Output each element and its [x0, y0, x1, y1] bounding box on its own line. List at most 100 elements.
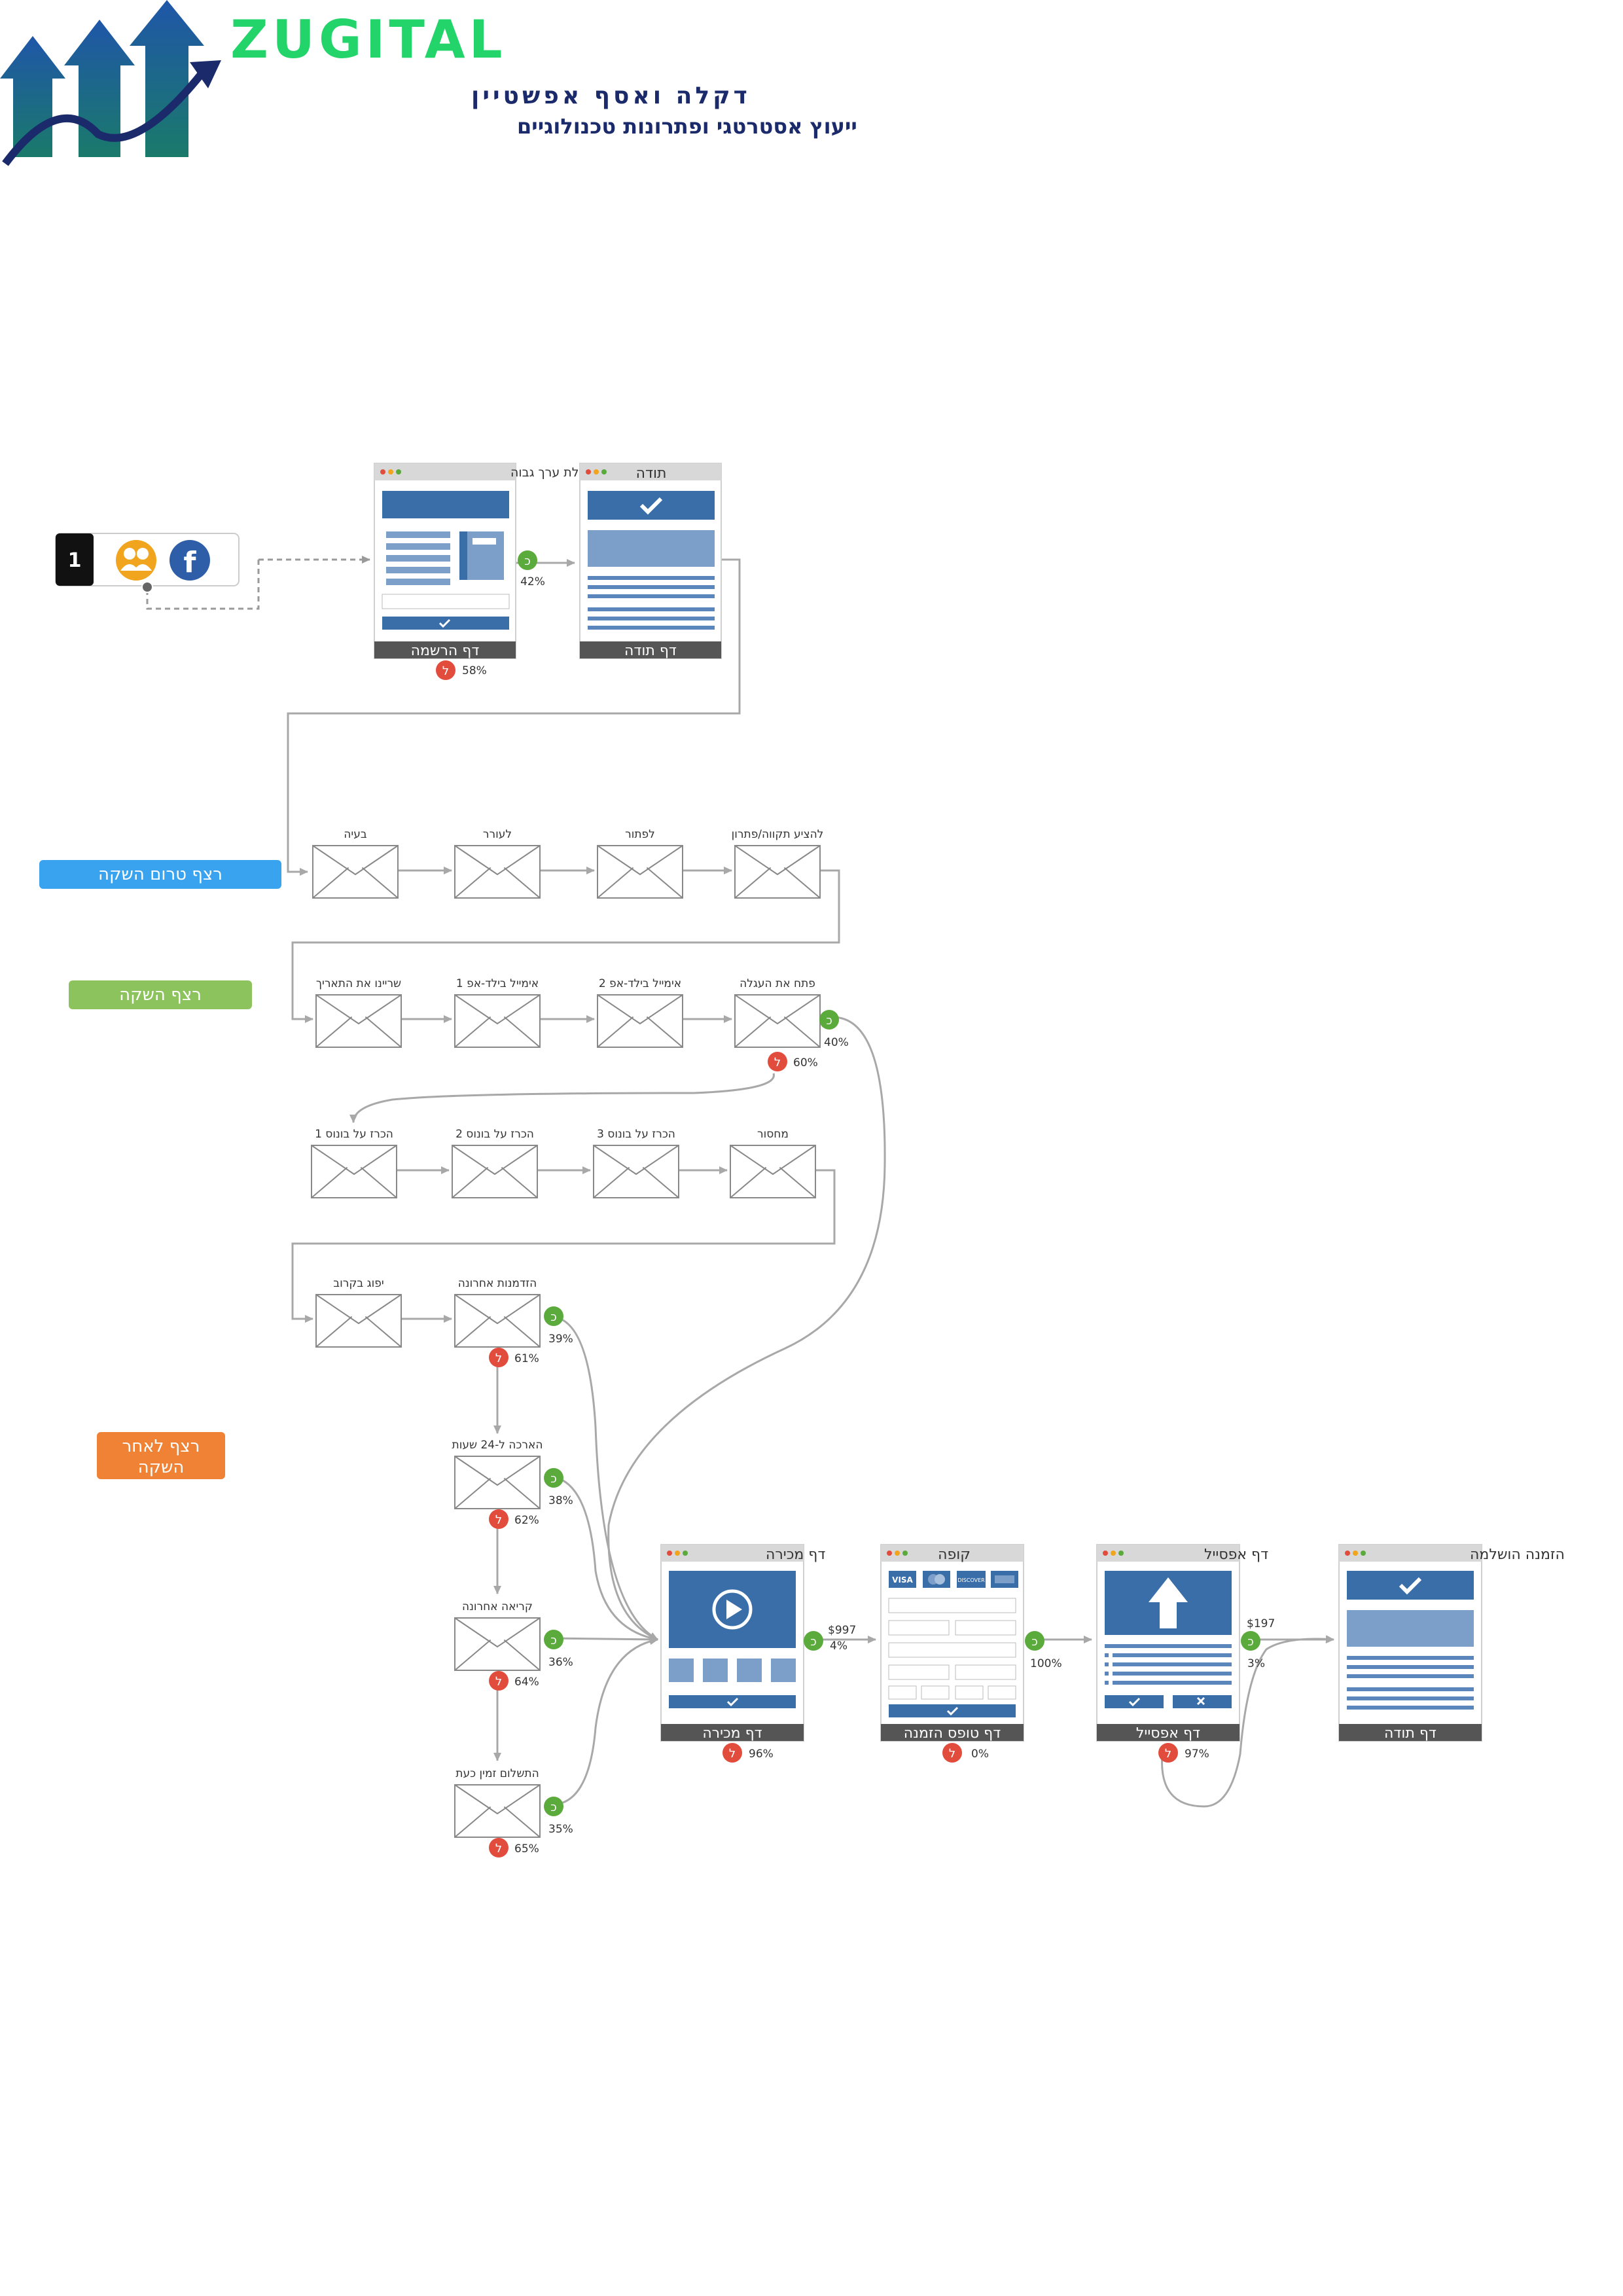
email-row2-2[interactable]: אימייל בילד-אפ 1: [454, 977, 541, 1048]
email-row2-1[interactable]: שריינו את התאריך: [315, 977, 402, 1048]
traffic-source: 1 f: [55, 533, 240, 593]
svg-text:ל: ל: [495, 1352, 502, 1365]
phase-launch: רצף השקה: [69, 980, 252, 1009]
svg-text:ל: ל: [495, 1842, 502, 1856]
source-step-number: 1: [68, 549, 82, 572]
badge-pct: 38%: [548, 1494, 573, 1507]
checkout-label: דף טופס הזמנה: [904, 1725, 1001, 1742]
optin-no-pct: 58%: [462, 664, 487, 677]
upsell-label: דף אפסייל: [1136, 1725, 1200, 1742]
play-icon: [712, 1589, 753, 1630]
connectors: [146, 556, 1334, 1808]
svg-text:ל: ל: [774, 1056, 781, 1069]
email-row4-2[interactable]: הזדמנות אחרונה: [454, 1277, 541, 1348]
email-label: יפוג בקרוב: [333, 1277, 383, 1290]
checkout-page[interactable]: קופה VISA DISCOVER דף טופס הזמנה כ 100%: [880, 1544, 1062, 1763]
svg-text:ל: ל: [495, 1513, 502, 1527]
sales-price: $997: [828, 1624, 856, 1637]
phase-post-launch-line1: רצף לאחר: [122, 1437, 200, 1456]
badge-pct: 64%: [514, 1676, 539, 1689]
badge-pct: 36%: [548, 1656, 573, 1669]
email-row4-1[interactable]: יפוג בקרוב: [315, 1277, 402, 1348]
sales-yes-badge: כ $997 4%: [804, 1624, 856, 1653]
svg-text:כ: כ: [810, 1635, 817, 1649]
badge-pct: 40%: [824, 1036, 849, 1049]
phase-post-launch: רצף לאחר השקה: [97, 1432, 225, 1479]
email-row3-2[interactable]: הכרז על בונוס 2: [452, 1128, 538, 1198]
email-row2-4[interactable]: פתח את העגלה: [734, 977, 821, 1048]
email-row1-1[interactable]: בעיה: [312, 828, 399, 899]
sales-yes-pct: 4%: [830, 1640, 847, 1653]
svg-text:VISA: VISA: [892, 1575, 913, 1585]
svg-text:כ: כ: [1031, 1635, 1038, 1649]
svg-text:כ: כ: [1247, 1635, 1254, 1649]
email-row1-2[interactable]: לעורר: [454, 828, 541, 899]
followup-yes-badge-2: כ 38%: [544, 1468, 573, 1507]
email-label: שריינו את התאריך: [316, 977, 401, 990]
badge-pct: 39%: [548, 1333, 573, 1346]
email-label: התשלום זמין כעת: [455, 1767, 539, 1780]
upsell-no-pct: 97%: [1185, 1748, 1209, 1761]
audience-icon: [116, 540, 156, 581]
checkout-title: קופה: [938, 1547, 971, 1563]
svg-text:f: f: [183, 546, 196, 579]
upsell-page[interactable]: דף אפסייל דף אפסייל כ $197 3% ל 97%: [1096, 1544, 1275, 1763]
badge-pct: 35%: [548, 1823, 573, 1836]
svg-text:כ: כ: [550, 1801, 557, 1814]
email-row3-4[interactable]: מחסור: [730, 1128, 816, 1198]
tagline: ייעוץ אסטרטגי ופתרונות טכנולוגיים: [517, 114, 857, 139]
email-label: אימייל בילד-אפ 2: [599, 977, 681, 990]
svg-text:ל: ל: [442, 664, 449, 678]
svg-text:DISCOVER: DISCOVER: [957, 1577, 985, 1583]
upsell-no-badge: ל 97%: [1158, 1743, 1209, 1763]
followup-yes-badge-1: כ39%: [544, 1306, 573, 1346]
thanks-page-2[interactable]: הזמנה הושלמה דף תודה: [1338, 1544, 1565, 1742]
svg-text:כ: כ: [550, 1472, 557, 1486]
email-row3-1[interactable]: הכרז על בונוס 1: [311, 1128, 397, 1198]
email-label: פתח את העגלה: [740, 977, 815, 990]
followup-email-4[interactable]: התשלום זמין כעת: [454, 1767, 541, 1838]
checkout-yes-badge: כ 100%: [1025, 1631, 1062, 1670]
svg-text:כ: כ: [550, 1634, 557, 1647]
badge-pct: 61%: [514, 1352, 539, 1365]
sales-no-pct: 96%: [749, 1748, 774, 1761]
owner-name: דקלה ואסף אפשטיין: [471, 82, 751, 109]
email-label: הכרז על בונוס 2: [455, 1128, 534, 1141]
email-row1-3[interactable]: לפתור: [597, 828, 683, 899]
email-label: אימייל בילד-אפ 1: [456, 977, 539, 990]
svg-text:כ: כ: [524, 554, 531, 568]
email-row2-3[interactable]: אימייל בילד-אפ 2: [597, 977, 683, 1048]
up-arrow-icon: [1149, 1577, 1188, 1628]
email-label: לפתור: [625, 828, 655, 841]
email-label: הזדמנות אחרונה: [458, 1277, 537, 1290]
svg-text:ל: ל: [729, 1747, 736, 1761]
email-label: בעיה: [344, 828, 367, 841]
facebook-icon[interactable]: f: [169, 540, 210, 581]
followup-email-2[interactable]: הארכה ל-24 שעות: [452, 1439, 543, 1509]
svg-text:כ: כ: [826, 1014, 832, 1028]
svg-text:רצף טרום השקה: רצף טרום השקה: [98, 865, 223, 884]
svg-text:רצף השקה: רצף השקה: [119, 985, 202, 1005]
source-connector-dot: [141, 581, 153, 593]
sales-page[interactable]: דף מכירה דף מכירה כ $997 4% ל 96%: [660, 1544, 856, 1763]
optin-page[interactable]: הורדה בעלת ערך גבוה דף הרשמה כ 42% ל 58%: [374, 463, 632, 680]
thanks-page-1[interactable]: תודה דף תודה: [579, 463, 722, 659]
svg-text:ל: ל: [1165, 1747, 1171, 1761]
email-label: הארכה ל-24 שעות: [452, 1439, 543, 1452]
optin-label: דף הרשמה: [411, 643, 480, 659]
email-label: הכרז על בונוס 3: [597, 1128, 675, 1141]
brand-name: ZUGITAL: [230, 9, 507, 70]
thanks2-label: דף תודה: [1384, 1725, 1436, 1742]
emails-layer: בעיה לעורר לפתור להציע תקווה/פתרון שריינו את…: [311, 828, 849, 1857]
email-row1-4[interactable]: להציע תקווה/פתרון: [732, 828, 824, 899]
followup-email-3[interactable]: קריאה אחרונה: [454, 1600, 541, 1671]
thanks2-title: הזמנה הושלמה: [1470, 1547, 1565, 1563]
email-row3-3[interactable]: הכרז על בונוס 3: [593, 1128, 679, 1198]
optin-yes-pct: 42%: [520, 575, 545, 588]
thanks1-label: דף תודה: [624, 643, 677, 659]
optin-yes-badge: כ 42%: [518, 550, 545, 588]
phase-post-launch-line2: השקה: [138, 1458, 185, 1477]
badge-pct: 62%: [514, 1514, 539, 1527]
